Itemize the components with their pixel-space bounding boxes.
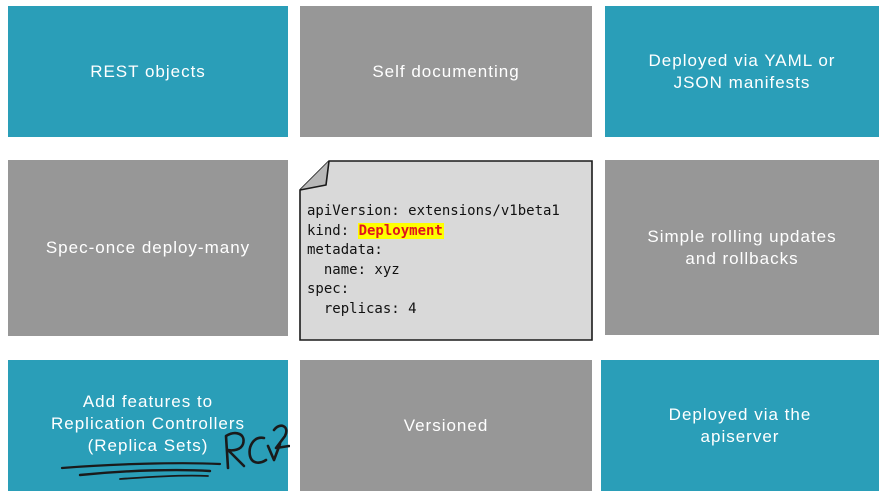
- code-line-kind: kind: Deployment: [307, 222, 560, 242]
- code-line-name: name: xyz: [307, 261, 400, 278]
- tile-spec-once-label: Spec-once deploy-many: [45, 238, 251, 257]
- manifest-code: apiVersion: extensions/v1beta1 kind: Dep…: [307, 202, 560, 319]
- tile-self-documenting-label: Self documenting: [372, 61, 520, 81]
- code-line-spec: spec:: [307, 281, 350, 297]
- tile-add-features-label: Add features to Replication Controllers …: [50, 391, 246, 455]
- tile-add-features: Add features to Replication Controllers …: [8, 360, 288, 491]
- folded-corner-shape: [299, 160, 593, 341]
- tile-versioned-label: Versioned: [403, 415, 489, 435]
- tile-deployed-yaml-label: Deployed via YAML or JSON manifests: [648, 50, 836, 92]
- tile-self-documenting: Self documenting: [300, 6, 592, 137]
- tile-rolling-updates-label: Simple rolling updates and rollbacks: [647, 226, 837, 268]
- tile-spec-once: Spec-once deploy-many: [8, 160, 288, 336]
- manifest-card: apiVersion: extensions/v1beta1 kind: Dep…: [299, 160, 593, 341]
- tile-deployed-apiserver-label: Deployed via the apiserver: [668, 404, 812, 446]
- tile-rolling-updates: Simple rolling updates and rollbacks: [605, 160, 879, 335]
- tile-rest-objects-label: REST objects: [90, 61, 206, 81]
- code-line-apiversion: apiVersion: extensions/v1beta1: [307, 203, 560, 219]
- tile-versioned: Versioned: [300, 360, 592, 491]
- kind-key: kind:: [307, 222, 358, 239]
- tile-deployed-yaml: Deployed via YAML or JSON manifests: [605, 6, 879, 137]
- tile-deployed-apiserver: Deployed via the apiserver: [601, 360, 879, 491]
- code-line-metadata: metadata:: [307, 242, 383, 258]
- code-line-replicas: replicas: 4: [307, 300, 417, 317]
- tile-rest-objects: REST objects: [8, 6, 288, 137]
- rcv2-handwritten-annotation: [60, 424, 290, 480]
- kind-value-highlight: Deployment: [357, 222, 444, 239]
